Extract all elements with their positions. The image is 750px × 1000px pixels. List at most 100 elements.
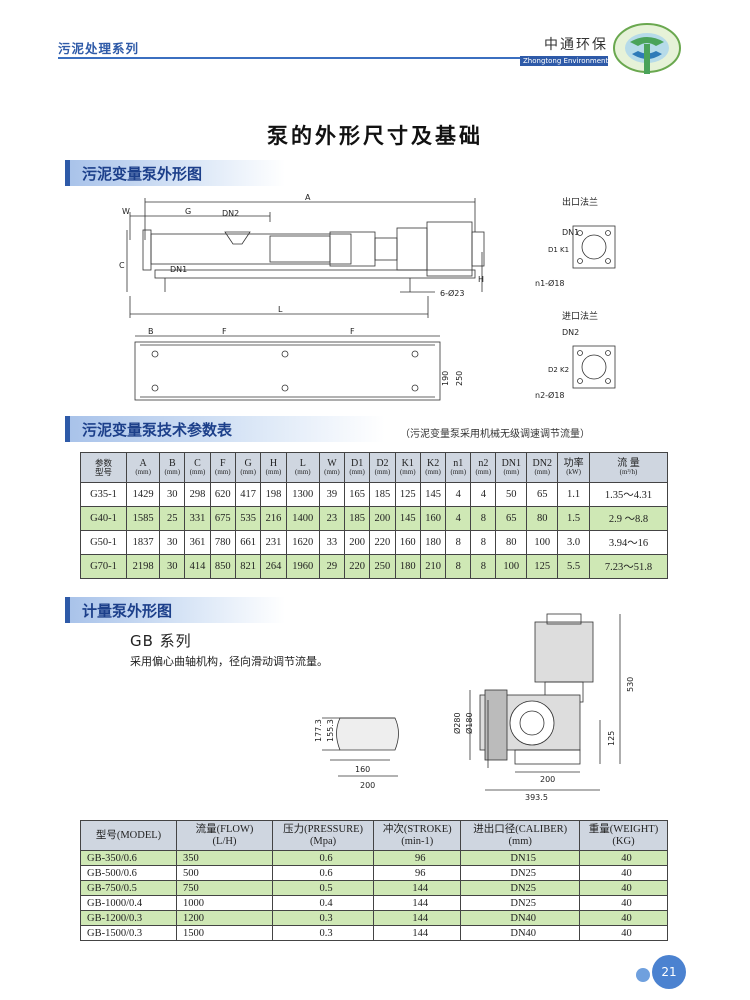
table-cell: 4 [445,506,472,531]
table-cell: 1000 [176,895,273,911]
table-cell: 50 [495,482,528,507]
dim-label-a: A [305,193,311,202]
col-name: n1 [453,457,464,469]
dim-label-177: 177.3 [314,719,323,742]
col-unit: (mm) [399,468,416,477]
flange-d1-label: D1 [548,246,558,254]
table-cell: 331 [184,506,211,531]
col-header: D2(mm) [369,452,396,483]
table-cell: DN25 [460,895,580,911]
col-header: 功率(kW) [557,452,590,483]
table-cell: 65 [526,482,559,507]
table-cell: 40 [579,850,668,866]
table-header-row: 型号(MODEL) 流量(FLOW) (L/H) 压力(PRESSURE) (M… [80,820,668,851]
model-cell: G50-1 [80,530,127,555]
table-cell: 1429 [125,482,161,507]
table-cell: 144 [373,910,462,926]
table-cell: 144 [373,895,462,911]
model-cell: GB-750/0.5 [80,880,177,896]
table-cell: 160 [394,530,421,555]
col-weight: 重量(WEIGHT) (KG) [579,820,668,851]
table-cell: 80 [526,506,559,531]
col-name: D2 [376,457,389,469]
col-header: B(mm) [159,452,186,483]
table-cell: 33 [318,530,345,555]
table-cell: 1620 [285,530,320,555]
col-header: D1(mm) [343,452,371,483]
table-cell: 350 [176,850,273,866]
table-cell: 145 [394,506,421,531]
col-unit: (mm) [374,468,391,477]
inlet-flange-label: 进口法兰 [562,310,598,322]
table-cell: 1500 [176,925,273,941]
table-cell: 40 [579,895,668,911]
table-cell: DN25 [460,880,580,896]
table-cell: 0.5 [271,880,375,896]
dim-label-dn2: DN2 [222,209,239,218]
col-header: DN1(mm) [495,452,528,483]
model-cell: GB-500/0.6 [80,865,177,881]
col-unit: (mm) [215,468,231,477]
table-cell: 361 [184,530,211,555]
dim-label-155: 155.3 [326,719,335,742]
flange-dn1-label: DN1 [562,228,579,237]
col-name: F [220,457,226,469]
dim-label-190: 190 [441,371,450,386]
table-cell: 7.23～51.8 [589,554,668,579]
table-cell: 1400 [285,506,320,531]
table-cell: 3.0 [557,530,590,555]
header-series: 污泥处理系列 [58,41,140,56]
table-cell: 25 [159,506,186,531]
table-cell: 0.6 [271,865,375,881]
table-cell: 1300 [285,482,320,507]
table-cell: 185 [343,506,371,531]
table-cell: 850 [209,554,236,579]
col-header: DN2(mm) [526,452,559,483]
table-header-row: 参数型号 A(mm) B(mm) C(mm) F(mm) G(mm) H(mm)… [80,452,668,483]
table-cell: 1.35～4.31 [589,482,668,507]
flange-d2-label: D2 [548,366,558,374]
col-name: A [139,457,147,469]
table-cell: 661 [234,530,262,555]
table-cell: DN40 [460,910,580,926]
col-name: C [194,457,201,469]
table-cell: 100 [495,554,528,579]
model-cell: GB-350/0.6 [80,850,177,866]
table-cell: 40 [579,910,668,926]
col-unit: (mm) [349,468,365,477]
table-cell: 96 [373,850,462,866]
metering-pump-drawing: 177.3 155.3 160 200 Ø280 Ø180 530 125 20… [314,613,635,802]
dim-label-530: 530 [626,677,635,692]
col-unit: (mm) [503,468,520,477]
outlet-flange-label: 出口法兰 [562,196,598,208]
section-sludge-params: 污泥变量泵技术参数表 [65,416,385,442]
table-cell: 144 [373,925,462,941]
model-cell: G40-1 [80,506,127,531]
table-cell: 8 [470,530,497,555]
table-cell: 216 [260,506,287,531]
table-cell: 165 [343,482,371,507]
dim-label-h: H [478,275,484,284]
table-cell: 160 [419,506,447,531]
dim-label-l: L [278,305,283,314]
page-number: 21 [652,955,686,989]
table-cell: 30 [159,482,186,507]
table-cell: 414 [184,554,211,579]
table-cell: 198 [260,482,287,507]
col-name: 功率 [563,457,584,469]
col-model: 型号(MODEL) [80,820,177,851]
corner-top: 参数 [94,457,112,468]
metering-params-table: 型号(MODEL) 流量(FLOW) (L/H) 压力(PRESSURE) (M… [80,820,668,941]
dim-label-b: B [148,327,154,336]
table-cell: 1.1 [557,482,590,507]
table-cell: 8 [470,554,497,579]
company-name-cn: 中通环保 [544,37,608,53]
flange-k2-label: K2 [560,366,569,374]
col-header: L(mm) [285,452,320,483]
gb-series-desc: 采用偏心曲轴机构，径向滑动调节流量。 [130,655,328,668]
dim-label-f2: F [350,327,355,336]
dim-label-f1: F [222,327,227,336]
